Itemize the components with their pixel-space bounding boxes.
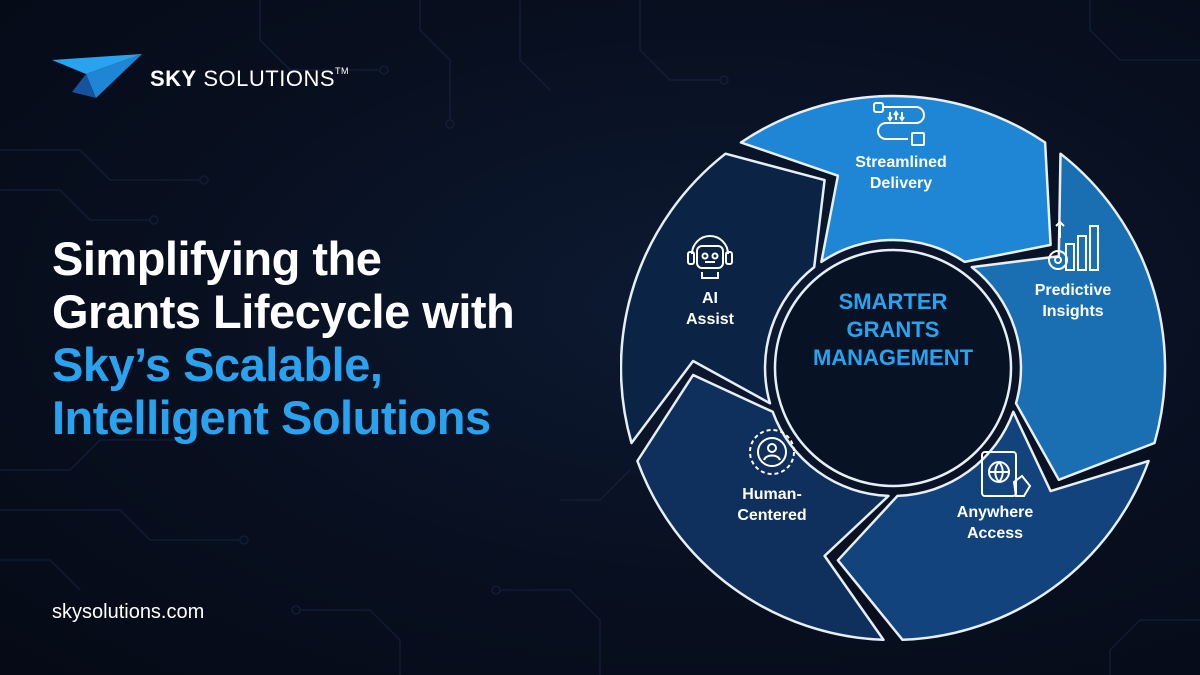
website-url[interactable]: skysolutions.com	[52, 601, 205, 623]
headline-line-4: Intelligent Solutions	[52, 391, 491, 444]
logo-text-bold: SKY	[150, 66, 197, 91]
logo-text-regular: SOLUTIONS	[203, 66, 336, 91]
headline: Simplifying the Grants Lifecycle with Sk…	[52, 232, 652, 444]
cycle-svg	[619, 94, 1167, 642]
segment-label-streamlined-delivery: Streamlined Delivery	[855, 154, 947, 192]
center-label: SMARTER GRANTS MANAGEMENT	[812, 289, 974, 370]
person-target-icon	[749, 429, 795, 475]
robot-headset-icon	[687, 235, 733, 279]
headline-line-2: Grants Lifecycle with	[52, 285, 515, 338]
workflow-icon	[873, 102, 925, 146]
cycle-segment-1	[739, 94, 1052, 264]
segment-label-anywhere-access: Anywhere Access	[956, 504, 1034, 542]
sky-solutions-logo: SKY SOLUTIONSTM	[52, 52, 352, 102]
cycle-segment-4	[636, 373, 890, 642]
segment-label-predictive-insights: Predictive Insights	[1034, 282, 1112, 320]
segment-label-human-centered: Human- Centered	[737, 486, 807, 524]
logo-trademark: TM	[335, 66, 350, 76]
headline-line-1: Simplifying the	[52, 232, 382, 285]
tablet-globe-icon	[981, 451, 1032, 497]
headline-line-3: Sky’s Scalable,	[52, 338, 383, 391]
center-circle	[773, 248, 1013, 488]
analytics-chart-icon	[1048, 220, 1099, 271]
segment-label-ai-assist: AI Assist	[685, 290, 735, 328]
paper-plane-logo-icon	[52, 54, 142, 98]
grants-cycle-diagram: Streamlined Delivery Predictive Insights…	[619, 90, 1180, 650]
cycle-segment-2	[970, 152, 1167, 482]
cycle-segment-5	[619, 152, 826, 445]
